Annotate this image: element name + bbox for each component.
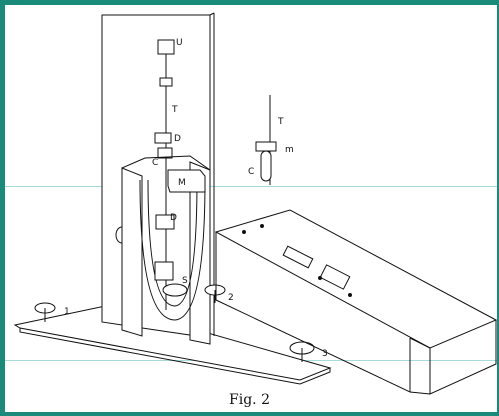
- label-u: U: [176, 38, 183, 48]
- upper-fitting: [159, 77, 173, 87]
- label-t-rod: T: [171, 105, 178, 115]
- guide-line: [5, 186, 497, 187]
- label-s-base: S: [182, 276, 188, 286]
- label-d-lower: D: [170, 213, 177, 223]
- housing-top: [214, 209, 498, 349]
- board-edge: [209, 12, 215, 16]
- screw: [242, 230, 246, 234]
- base-plate: [13, 304, 332, 381]
- top-clamp: [157, 39, 175, 55]
- housing-label-plate: [282, 245, 314, 269]
- label-m-mass: M: [178, 178, 186, 188]
- fitting-d-lower: [155, 214, 175, 230]
- label-m-detail: m: [285, 145, 294, 155]
- frame-left-post: [121, 167, 143, 337]
- label-t-detail: T: [277, 117, 284, 127]
- base-disc-s: [162, 283, 188, 297]
- frame-u: [139, 179, 206, 321]
- detail-cylinder-c: [260, 150, 272, 182]
- screw: [318, 276, 322, 280]
- label-d-upper: D: [174, 134, 181, 144]
- screw: [260, 224, 264, 228]
- label-c-clamp: C: [152, 158, 158, 168]
- screw: [348, 293, 352, 297]
- housing-window: [319, 264, 351, 290]
- label-foot-3: 3: [322, 349, 328, 359]
- label-foot-2: 2: [228, 293, 234, 303]
- frame-top: [121, 155, 211, 171]
- fitting-d-upper: [154, 132, 172, 144]
- figure-caption: Fig. 2: [229, 392, 270, 408]
- housing-corner-top: [409, 337, 431, 349]
- detail-clamp-m: [255, 141, 277, 152]
- base-plate-edge: [19, 328, 331, 385]
- label-foot-1: 1: [64, 307, 70, 317]
- frame-u-inner: [147, 179, 198, 307]
- clamp-c: [157, 147, 173, 159]
- housing-corner: [409, 391, 431, 395]
- housing-end: [429, 320, 497, 395]
- bottom-clamp: [154, 261, 174, 281]
- housing-front: [215, 232, 411, 393]
- mass-block: [167, 169, 206, 193]
- label-c-detail: C: [248, 167, 254, 177]
